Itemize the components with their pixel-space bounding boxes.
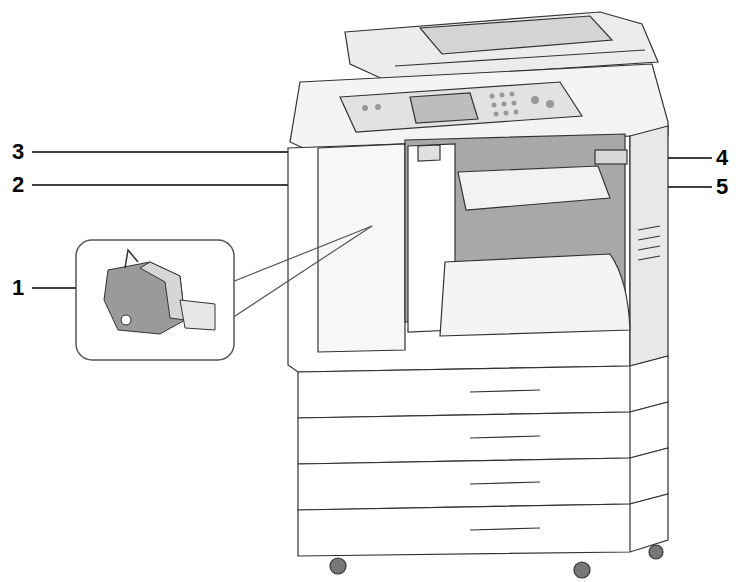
key (500, 93, 505, 98)
tray (298, 494, 668, 556)
callout-number: 5 (716, 174, 728, 200)
control-panel (340, 82, 582, 132)
keypad (362, 92, 554, 117)
staple-cartridge (180, 300, 215, 330)
key (512, 101, 517, 106)
side-face (630, 126, 668, 366)
staple-cartridge (104, 262, 185, 334)
vent (638, 246, 660, 250)
caster (649, 545, 663, 559)
key (546, 100, 554, 108)
vent (638, 226, 660, 230)
staple-cartridge (140, 262, 185, 320)
tray (298, 356, 668, 418)
tray-edge (629, 366, 630, 552)
key (490, 94, 495, 99)
inset (76, 226, 372, 360)
front-door (318, 144, 405, 352)
key (375, 104, 381, 110)
callout-number: 3 (12, 139, 24, 165)
key (494, 112, 499, 117)
inset-frame (76, 240, 234, 360)
feeder-slot (395, 50, 645, 66)
vent (638, 236, 660, 240)
key (510, 92, 515, 97)
arrow-symbol (125, 250, 138, 268)
callout-number: 1 (12, 275, 24, 301)
inset-pointer (232, 226, 372, 318)
finisher-tray (458, 166, 610, 210)
key (504, 111, 509, 116)
key (362, 105, 368, 111)
key (502, 102, 507, 107)
tray-handle (470, 390, 540, 392)
caster (574, 562, 590, 578)
callout-number: 2 (12, 172, 24, 198)
main-body (288, 126, 668, 372)
paper-trays (298, 356, 668, 578)
cartridge-tab (121, 315, 131, 325)
stapler-slot (418, 145, 440, 161)
vent (638, 256, 660, 260)
touch-screen (410, 93, 478, 123)
output-tray (440, 254, 630, 336)
key (514, 110, 519, 115)
inset-pointer (232, 226, 372, 282)
tray (298, 448, 668, 510)
callout-number: 4 (716, 145, 728, 171)
handle (595, 150, 627, 164)
caster (330, 558, 346, 574)
tray-handle (470, 436, 540, 438)
tray-handle (470, 482, 540, 484)
tray (298, 402, 668, 464)
key (531, 96, 539, 104)
feeder-tray (420, 16, 612, 54)
tray-handle (470, 528, 540, 530)
key (492, 103, 497, 108)
